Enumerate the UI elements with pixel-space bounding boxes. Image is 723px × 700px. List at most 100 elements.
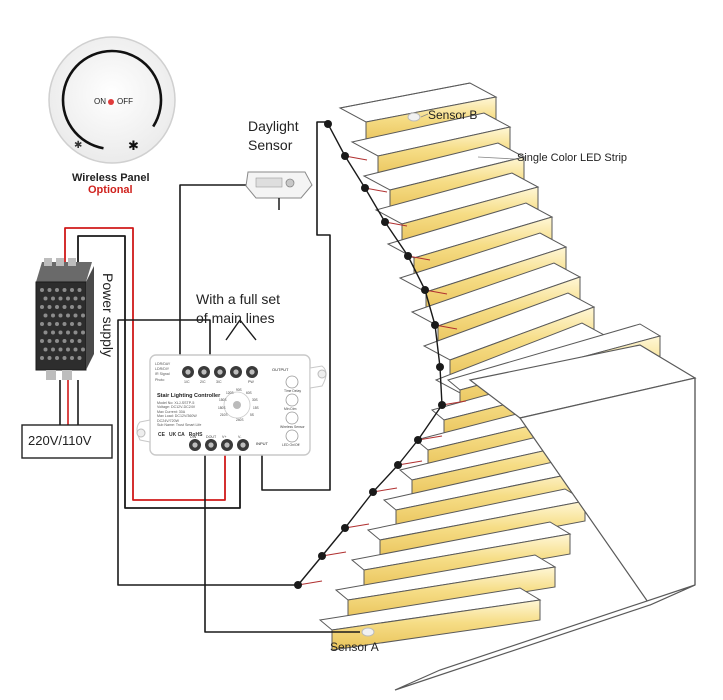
vent-hole — [51, 296, 55, 301]
daylight-sensor-device — [245, 171, 313, 210]
panel-on-label: ON — [94, 97, 106, 106]
riser-lead — [441, 400, 467, 406]
stair-lighting-controller — [136, 354, 327, 456]
ctrl-bottom-labels-item: DIN — [190, 435, 197, 439]
vent-hole — [66, 313, 70, 318]
cert-mark: UK CA — [168, 432, 185, 438]
main-lines-label-line1: With a full set — [196, 291, 281, 307]
connector-node — [294, 581, 302, 589]
vent-hole — [58, 347, 63, 352]
lower-step — [318, 587, 542, 651]
vent-hole — [81, 347, 85, 352]
ctrl-bottom-labels-item: V+ — [222, 435, 227, 439]
vent-hole — [58, 313, 63, 318]
vent-hole — [43, 330, 48, 335]
vent-hole — [51, 313, 55, 318]
ctrl-btn-labels-item: Min Dim — [284, 407, 297, 411]
sensor-b-icon — [407, 112, 421, 122]
terminal-screw — [217, 369, 223, 375]
wireless-panel-title: Wireless Panel — [72, 172, 150, 184]
ctrl-dial-text-item: 60S — [246, 391, 252, 395]
upper-staircase — [338, 82, 610, 417]
mains-voltage-label: 220V/110V — [28, 433, 92, 448]
controller-spec-line: Model No: XLJ-SSTP-5 — [157, 401, 195, 405]
vent-hole — [47, 288, 52, 292]
controller-output-label: OUTPUT — [272, 367, 289, 372]
cert-mark: RoHS — [188, 432, 203, 438]
wireless-panel-subtitle: Optional — [88, 184, 133, 196]
ctrl-dial-text-item: 15S — [253, 406, 259, 410]
vent-hole — [77, 339, 82, 343]
time-dial-knob[interactable] — [233, 401, 241, 409]
mains-box — [21, 424, 113, 459]
terminal-screw — [185, 369, 191, 375]
connector-node — [431, 321, 439, 329]
ctrl-term-labels-item: PW — [248, 380, 254, 384]
vent-hole — [62, 356, 67, 360]
controller-spec-line: Voltage: DC12V-DC24V — [157, 405, 196, 410]
ctrl-term-labels-item: 3/C — [216, 380, 222, 384]
vent-hole — [66, 330, 70, 335]
daylight-sensor-label-line2: Sensor — [248, 137, 293, 153]
vent-hole — [77, 305, 82, 309]
ctrl-btn-labels-item: Time Delay — [284, 389, 302, 393]
vent-hole — [43, 347, 48, 352]
connector-node — [318, 552, 326, 560]
vent-hole — [55, 288, 59, 292]
ctrl-btn-labels-item: Wireless Sensor — [280, 425, 305, 429]
sensor-b-label: Sensor B — [428, 108, 478, 122]
vent-hole — [55, 322, 59, 326]
vent-hole — [73, 313, 78, 318]
connector-node — [438, 401, 446, 409]
controller-spec-line: Max Load: DC12V/360W — [157, 414, 197, 419]
ctrl-dial-text-item: 5S — [250, 413, 254, 417]
vent-hole — [70, 322, 74, 326]
vent-hole — [58, 296, 63, 301]
vent-hole — [70, 288, 74, 292]
time-dial[interactable] — [223, 391, 251, 419]
vent-hole — [55, 339, 59, 343]
sensor-a-icon — [361, 627, 375, 637]
wireless-panel[interactable]: ✱ ✱ — [48, 36, 176, 164]
connector-node — [369, 488, 377, 496]
vent-hole — [66, 296, 70, 301]
vent-hole — [77, 356, 82, 360]
power-supply-label: Power supply — [100, 273, 116, 358]
connector-node — [361, 184, 369, 192]
riser-lead — [321, 551, 347, 557]
vent-hole — [47, 305, 52, 309]
vent-hole — [77, 288, 82, 292]
ctrl-term-labels-item: 1/C — [184, 380, 190, 384]
connector-node — [381, 218, 389, 226]
controller-left-label: LDR/DAY — [155, 362, 171, 366]
vent-hole — [40, 288, 44, 292]
dim-high-icon: ✱ — [128, 138, 139, 153]
controller-button — [285, 393, 299, 407]
led-strip-label: Single Color LED Strip — [517, 152, 628, 164]
ctrl-bottom-labels-item: V- — [238, 435, 242, 439]
led-riser — [331, 599, 541, 651]
ctrl-dial-text-item: 120S — [226, 391, 234, 395]
landing-structure — [394, 344, 697, 691]
vent-hole — [70, 356, 74, 360]
riser-lead — [397, 460, 423, 466]
ctrl-dial-text-item: 30S — [252, 398, 258, 402]
dim-low-icon: ✱ — [74, 140, 82, 151]
vent-hole — [55, 356, 59, 360]
riser-lead — [372, 487, 398, 493]
vent-hole — [73, 330, 78, 335]
terminal-screw — [201, 369, 207, 375]
controller-button — [285, 411, 299, 425]
vent-hole — [47, 339, 52, 343]
connector-nodes — [294, 112, 516, 637]
controller-button — [285, 429, 299, 443]
controller-left-label: IR Signal — [155, 372, 170, 377]
vent-hole — [62, 322, 67, 326]
terminal-screw — [208, 442, 214, 448]
ctrl-btn-labels-item: LED On/Off — [282, 443, 300, 447]
vent-hole — [43, 296, 48, 301]
vent-hole — [70, 339, 74, 343]
